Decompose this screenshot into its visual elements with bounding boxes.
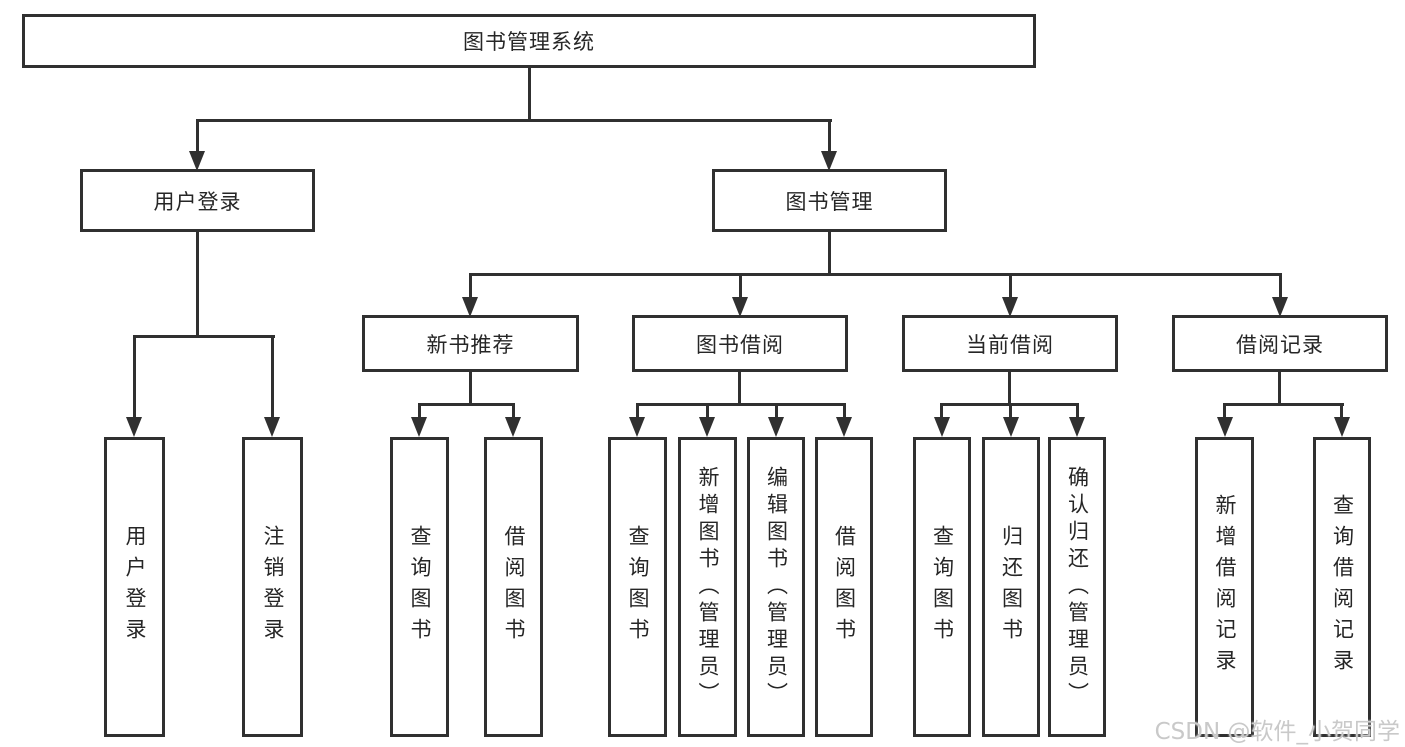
connector-login-drop — [196, 119, 199, 153]
arrow-down-login-child1 — [126, 417, 142, 437]
leaf-current-query: 查询图书 — [913, 437, 971, 737]
leaf-logout-label: 注销登录 — [261, 525, 286, 649]
leaf-records-add: 新增借阅记录 — [1195, 437, 1254, 737]
connector-group3-drop — [1009, 273, 1012, 297]
connector-login-stem — [196, 232, 199, 338]
connector-login-child1-drop — [133, 335, 136, 417]
connector-g2-c1-drop — [636, 403, 639, 417]
group-new-books-label: 新书推荐 — [426, 332, 515, 357]
connector-group4-drop — [1279, 273, 1282, 297]
leaf-user-login: 用户登录 — [104, 437, 165, 737]
leaf-current-query-label: 查询图书 — [930, 525, 955, 649]
leaf-current-return: 归还图书 — [982, 437, 1040, 737]
system-root-label: 图书管理系统 — [463, 30, 595, 54]
leaf-logout: 注销登录 — [242, 437, 303, 737]
leaf-newbooks-borrow-label: 借阅图书 — [502, 525, 527, 649]
leaf-borrow-query: 查询图书 — [608, 437, 667, 737]
arrow-down-group1 — [462, 297, 478, 317]
system-root-box: 图书管理系统 — [22, 14, 1036, 68]
leaf-borrow-edit-admin-label: 编辑图书（管理员） — [764, 465, 789, 709]
arrow-down-group2 — [732, 297, 748, 317]
leaf-borrow-book-label: 借阅图书 — [832, 525, 857, 649]
connector-g2-branch — [636, 403, 846, 406]
arrow-down-group3 — [1002, 297, 1018, 317]
arrow-down-group4 — [1272, 297, 1288, 317]
connector-mgmt-stem — [828, 232, 831, 276]
connector-g3-stem — [1008, 372, 1011, 406]
connector-mgmt-branch — [469, 273, 1282, 276]
arrow-down-login — [189, 151, 205, 171]
arrow-down-g2-c1 — [629, 417, 645, 437]
leaf-user-login-label: 用户登录 — [123, 525, 148, 649]
connector-g4-stem — [1278, 372, 1281, 406]
connector-g3-c2-drop — [1009, 403, 1012, 417]
connector-root-stem — [528, 68, 531, 122]
arrow-down-g2-c2 — [699, 417, 715, 437]
group-box-new-books: 新书推荐 — [362, 315, 579, 372]
leaf-borrow-edit-admin: 编辑图书（管理员） — [747, 437, 805, 737]
user-login-label: 用户登录 — [153, 189, 242, 214]
leaf-newbooks-query: 查询图书 — [390, 437, 449, 737]
leaf-borrow-add-admin: 新增图书（管理员） — [678, 437, 737, 737]
connector-root-branch — [196, 119, 832, 122]
group-box-book-borrow: 图书借阅 — [632, 315, 848, 372]
connector-g1-c1-drop — [418, 403, 421, 417]
connector-login-branch — [133, 335, 275, 338]
arrow-down-g3-c1 — [934, 417, 950, 437]
csdn-watermark: CSDN @软件_小贺同学 — [1154, 719, 1400, 745]
arrow-down-login-child2 — [264, 417, 280, 437]
leaf-borrow-add-admin-label: 新增图书（管理员） — [696, 465, 721, 709]
connector-login-child2-drop — [271, 335, 274, 417]
connector-g2-c3-drop — [775, 403, 778, 417]
group-box-current-borrow: 当前借阅 — [902, 315, 1118, 372]
connector-group2-drop — [739, 273, 742, 297]
connector-g4-c2-drop — [1340, 403, 1343, 417]
connector-g2-c4-drop — [843, 403, 846, 417]
leaf-records-add-label: 新增借阅记录 — [1213, 494, 1238, 680]
leaf-newbooks-query-label: 查询图书 — [408, 525, 433, 649]
group-current-borrow-label: 当前借阅 — [966, 332, 1054, 357]
book-mgmt-box: 图书管理 — [712, 169, 947, 232]
connector-group1-drop — [469, 273, 472, 297]
connector-g1-stem — [469, 372, 472, 406]
connector-g2-stem — [738, 372, 741, 406]
arrow-down-g1-c2 — [505, 417, 521, 437]
connector-g1-c2-drop — [512, 403, 515, 417]
arrow-down-g4-c1 — [1217, 417, 1233, 437]
leaf-current-confirm-admin: 确认归还（管理员） — [1048, 437, 1106, 737]
arrow-down-g4-c2 — [1334, 417, 1350, 437]
arrow-down-g1-c1 — [411, 417, 427, 437]
leaf-records-query: 查询借阅记录 — [1313, 437, 1371, 737]
leaf-records-query-label: 查询借阅记录 — [1330, 494, 1355, 680]
leaf-borrow-book: 借阅图书 — [815, 437, 873, 737]
group-book-borrow-label: 图书借阅 — [696, 332, 784, 357]
group-box-borrow-records: 借阅记录 — [1172, 315, 1388, 372]
leaf-borrow-query-label: 查询图书 — [626, 525, 651, 649]
leaf-current-confirm-admin-label: 确认归还（管理员） — [1065, 465, 1090, 709]
arrow-down-g2-c3 — [768, 417, 784, 437]
arrow-down-mgmt — [821, 151, 837, 171]
user-login-box: 用户登录 — [80, 169, 315, 232]
connector-g4-branch — [1223, 403, 1344, 406]
arrow-down-g3-c3 — [1069, 417, 1085, 437]
connector-g2-c2-drop — [706, 403, 709, 417]
connector-g3-c3-drop — [1076, 403, 1079, 417]
arrow-down-g2-c4 — [836, 417, 852, 437]
group-borrow-records-label: 借阅记录 — [1236, 332, 1324, 357]
book-mgmt-label: 图书管理 — [785, 189, 874, 214]
connector-g3-c1-drop — [940, 403, 943, 417]
leaf-current-return-label: 归还图书 — [999, 525, 1024, 649]
connector-g4-c1-drop — [1223, 403, 1226, 417]
connector-g1-branch — [418, 403, 515, 406]
connector-mgmt-drop — [828, 119, 831, 153]
arrow-down-g3-c2 — [1003, 417, 1019, 437]
leaf-newbooks-borrow: 借阅图书 — [484, 437, 543, 737]
